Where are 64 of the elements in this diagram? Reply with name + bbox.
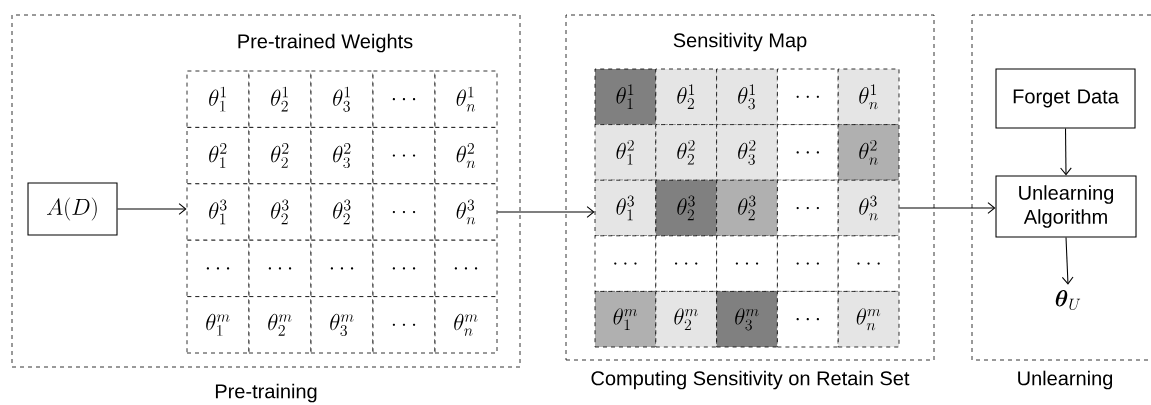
matrix-cell: $\theta_{2}^{m}$ bbox=[655, 291, 717, 348]
panel-caption: Unlearning bbox=[1018, 370, 1113, 390]
matrix-cell: $\ldots$ bbox=[372, 183, 436, 241]
matrix-cell: $\ldots$ bbox=[310, 239, 374, 297]
matrix-cell: $\theta_{1}^{m}$ bbox=[186, 296, 250, 354]
grid-heading: Sensitivity Map bbox=[673, 32, 807, 52]
matrix-cell: $\ldots$ bbox=[434, 239, 498, 297]
matrix-cell: $\theta_{n}^{1}$ bbox=[434, 70, 498, 128]
matrix-cell: $\ldots$ bbox=[248, 239, 312, 297]
matrix-cell: $\theta_{n}^{1}$ bbox=[837, 68, 900, 125]
matrix-cell: $\theta_{n}^{2}$ bbox=[434, 127, 498, 185]
matrix-cell: $\ldots$ bbox=[716, 235, 778, 292]
formula-box: $A(D)$ bbox=[27, 182, 118, 236]
matrix-cell: $\theta_{2}^{3}$ bbox=[655, 179, 717, 237]
matrix-cell: $\ldots$ bbox=[372, 70, 436, 128]
matrix-cell: $\theta_{1}^{1}$ bbox=[186, 70, 250, 128]
arrow bbox=[496, 206, 595, 218]
matrix-cell: $\theta_{3}^{2}$ bbox=[310, 127, 374, 185]
grid-heading: Pre-trained Weights bbox=[238, 33, 413, 53]
matrix-cell: $\ldots$ bbox=[777, 124, 839, 181]
matrix-cell: $\theta_{2}^{2}$ bbox=[248, 127, 312, 185]
matrix-cell: $\theta_{3}^{2}$ bbox=[716, 124, 778, 181]
matrix-cell: $\theta_{2}^{m}$ bbox=[248, 296, 312, 354]
matrix-cell: $\ldots$ bbox=[777, 68, 839, 125]
process-box: Forget Data bbox=[995, 68, 1136, 129]
matrix-cell: $\theta_{n}^{m}$ bbox=[434, 296, 498, 354]
matrix-cell: $\theta_{2}^{1}$ bbox=[655, 68, 717, 125]
matrix-cell: $\theta_{1}^{2}$ bbox=[594, 124, 657, 181]
arrow bbox=[117, 203, 187, 215]
matrix-cell: $\theta_{2}^{3}$ bbox=[310, 183, 374, 241]
matrix-cell: $\ldots$ bbox=[372, 296, 436, 354]
matrix-cell: $\theta_{1}^{3}$ bbox=[594, 179, 657, 237]
matrix-cell: $\theta_{1}^{3}$ bbox=[186, 183, 250, 241]
matrix-cell: $\theta_{2}^{1}$ bbox=[248, 70, 312, 128]
matrix-cell: $\theta_{2}^{3}$ bbox=[248, 183, 312, 241]
matrix-cell: $\ldots$ bbox=[777, 291, 839, 348]
matrix-cell: $\theta_{1}^{m}$ bbox=[594, 291, 657, 348]
matrix-cell: $\ldots$ bbox=[837, 235, 900, 292]
matrix-cell: $\ldots$ bbox=[777, 179, 839, 237]
process-box: Unlearning Algorithm bbox=[995, 175, 1137, 238]
matrix-cell: $\theta_{3}^{1}$ bbox=[310, 70, 374, 128]
matrix-cell: $\theta_{n}^{3}$ bbox=[837, 179, 900, 237]
panel-caption: Pre-training bbox=[215, 383, 317, 403]
matrix-cell: $\theta_{n}^{3}$ bbox=[434, 183, 498, 241]
matrix-cell: $\ldots$ bbox=[372, 127, 436, 185]
matrix-cell: $\theta_{n}^{m}$ bbox=[837, 291, 900, 348]
arrow bbox=[1060, 128, 1072, 176]
matrix-cell: $\theta_{2}^{3}$ bbox=[716, 179, 778, 237]
matrix-cell: $\theta_{n}^{2}$ bbox=[837, 124, 900, 181]
output-formula: $\boldsymbol{\theta}_{U}$ bbox=[1055, 290, 1081, 311]
matrix-cell: $\ldots$ bbox=[186, 239, 250, 297]
matrix-cell: $\ldots$ bbox=[777, 235, 839, 292]
matrix-cell: $\ldots$ bbox=[594, 235, 657, 292]
arrow bbox=[1061, 237, 1074, 285]
matrix-cell: $\theta_{1}^{2}$ bbox=[186, 127, 250, 185]
matrix-cell: $\theta_{1}^{1}$ bbox=[594, 68, 657, 125]
panel-caption: Computing Sensitivity on Retain Set bbox=[591, 370, 910, 390]
matrix-cell: $\theta_{3}^{1}$ bbox=[716, 68, 778, 125]
matrix-cell: $\ldots$ bbox=[655, 235, 717, 292]
matrix-cell: $\theta_{3}^{m}$ bbox=[716, 291, 778, 348]
matrix-cell: $\theta_{2}^{2}$ bbox=[655, 124, 717, 181]
arrow bbox=[898, 202, 996, 214]
matrix-cell: $\theta_{3}^{m}$ bbox=[310, 296, 374, 354]
matrix-cell: $\ldots$ bbox=[372, 239, 436, 297]
